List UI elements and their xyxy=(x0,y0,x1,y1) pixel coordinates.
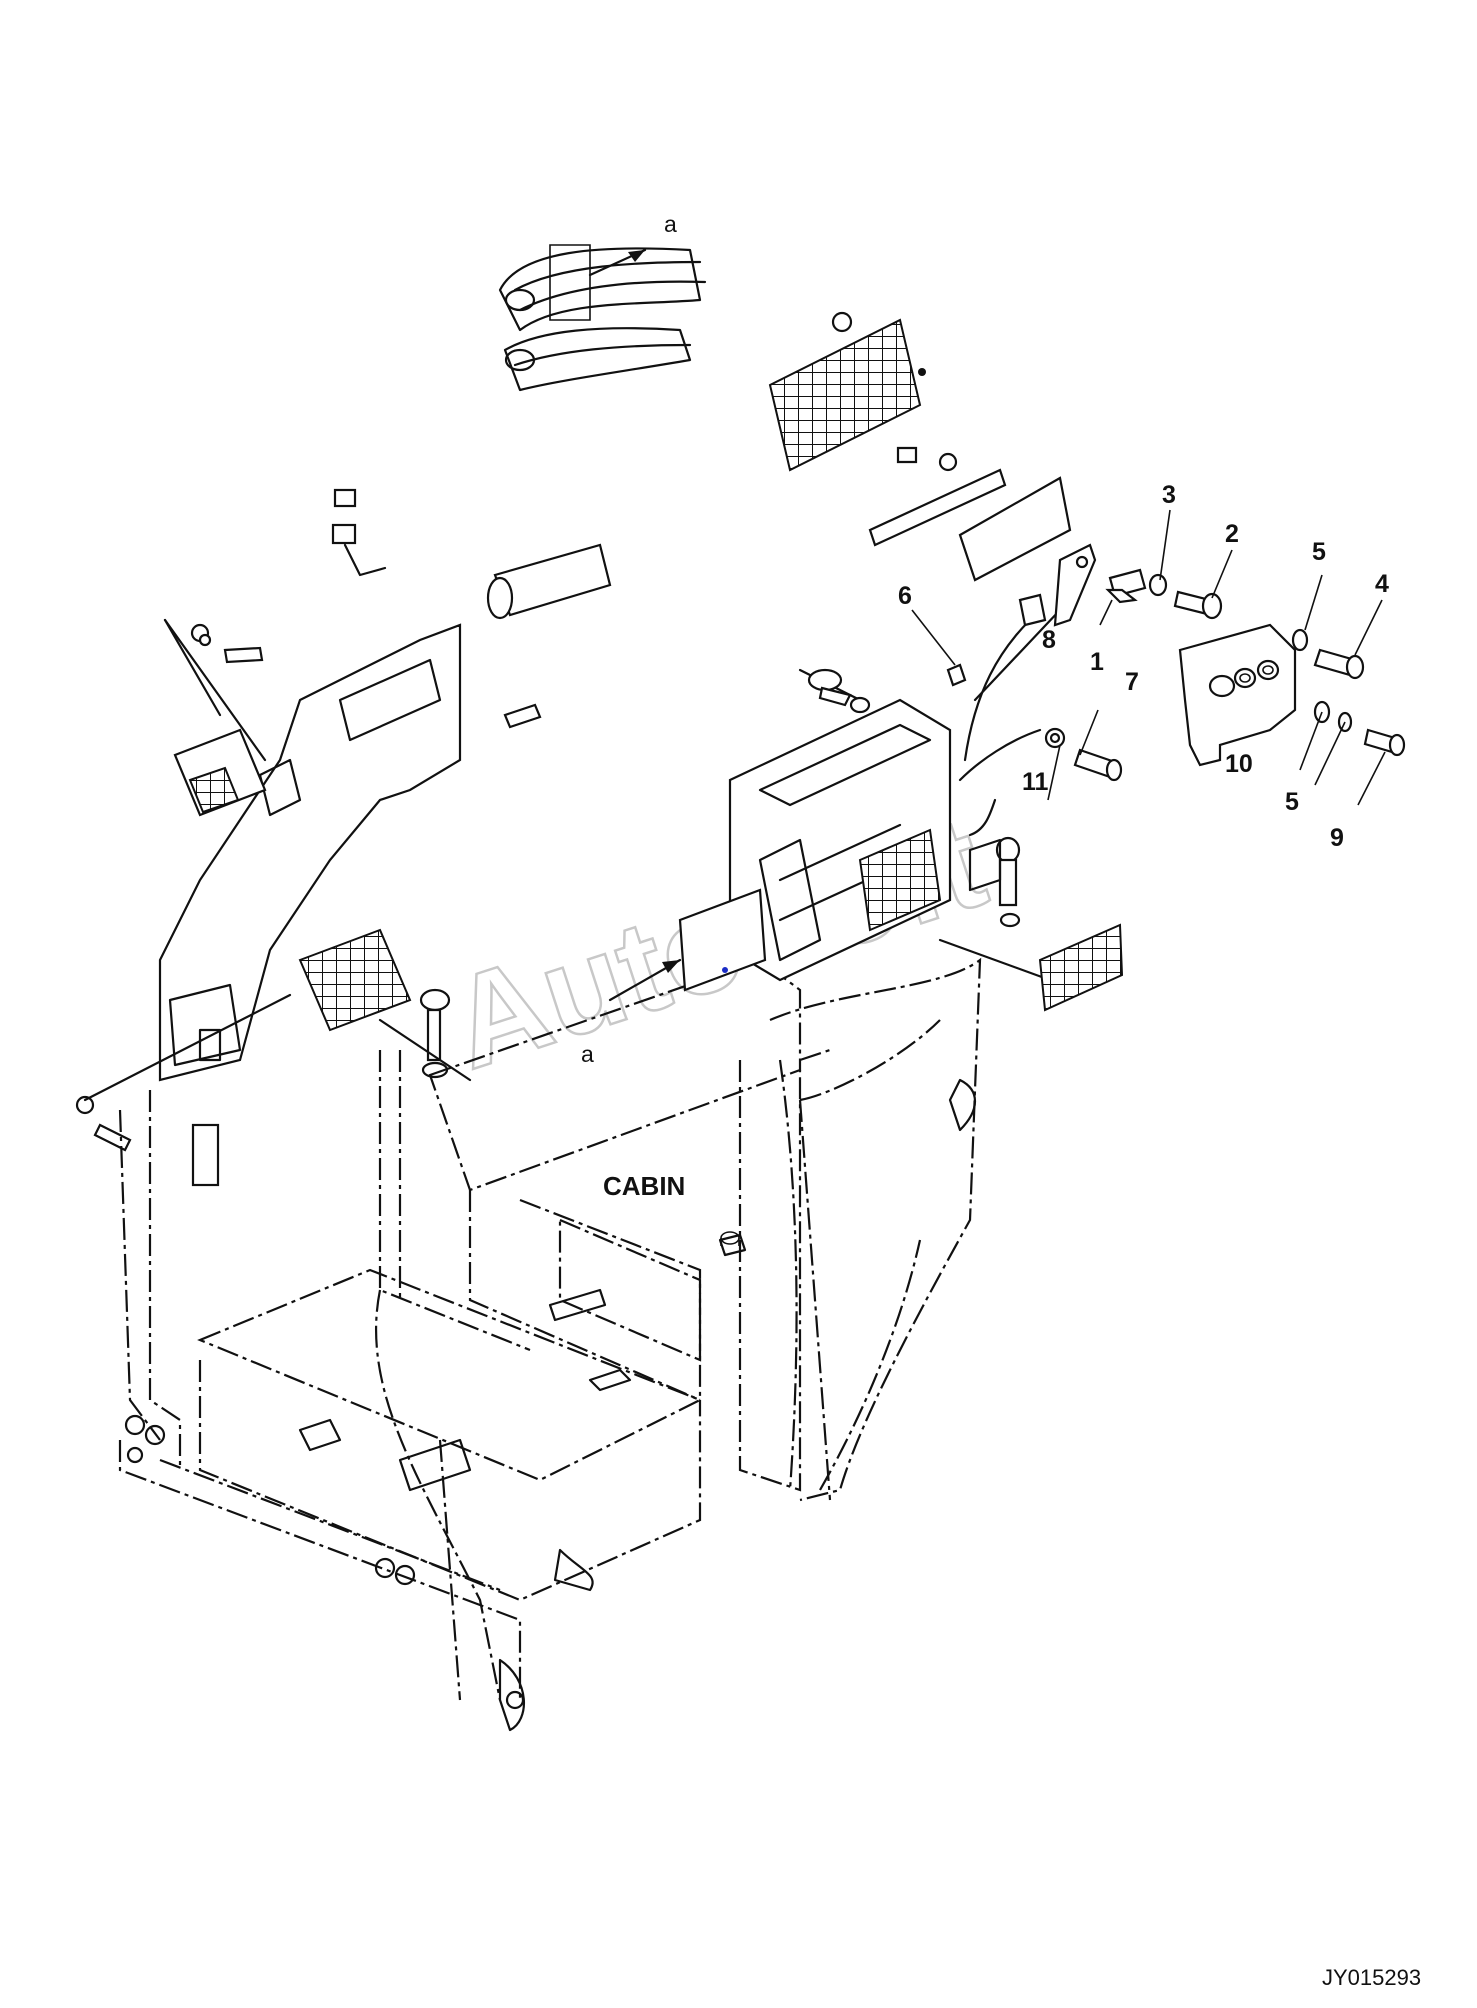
callout-4: 4 xyxy=(1375,570,1389,598)
callout-9: 9 xyxy=(1330,824,1344,852)
callout-3: 3 xyxy=(1162,481,1176,509)
connector-parts xyxy=(331,488,387,577)
callout-6: 6 xyxy=(898,582,912,610)
fresh-air-filter xyxy=(768,311,1072,582)
drawing-code: JY015293 xyxy=(1322,1965,1421,1990)
callout-8: 8 xyxy=(1042,626,1056,654)
left-duct-assembly xyxy=(75,543,612,1187)
view-marker-a-bottom: a xyxy=(581,1041,594,1067)
callout-7: 7 xyxy=(1125,668,1139,696)
detail-view-a xyxy=(498,244,707,392)
view-marker-a-top: a xyxy=(664,211,677,237)
callout-5-lower: 5 xyxy=(1285,788,1299,816)
callout-2: 2 xyxy=(1225,520,1239,548)
air-conditioner-unit xyxy=(608,668,1124,1012)
leader-lines xyxy=(911,509,1386,806)
air-hose xyxy=(946,543,1123,782)
cover-and-bolts xyxy=(1105,568,1223,620)
control-panel xyxy=(1178,623,1406,767)
cab-right-panel xyxy=(778,1019,976,1491)
cabin-frame xyxy=(118,957,982,1732)
callout-5-upper: 5 xyxy=(1312,538,1326,566)
callout-11: 11 xyxy=(1022,768,1049,796)
duct-bolt xyxy=(378,988,472,1082)
callout-10: 10 xyxy=(1225,750,1253,778)
callout-1: 1 xyxy=(1090,648,1104,676)
cabin-label: CABIN xyxy=(603,1171,685,1201)
